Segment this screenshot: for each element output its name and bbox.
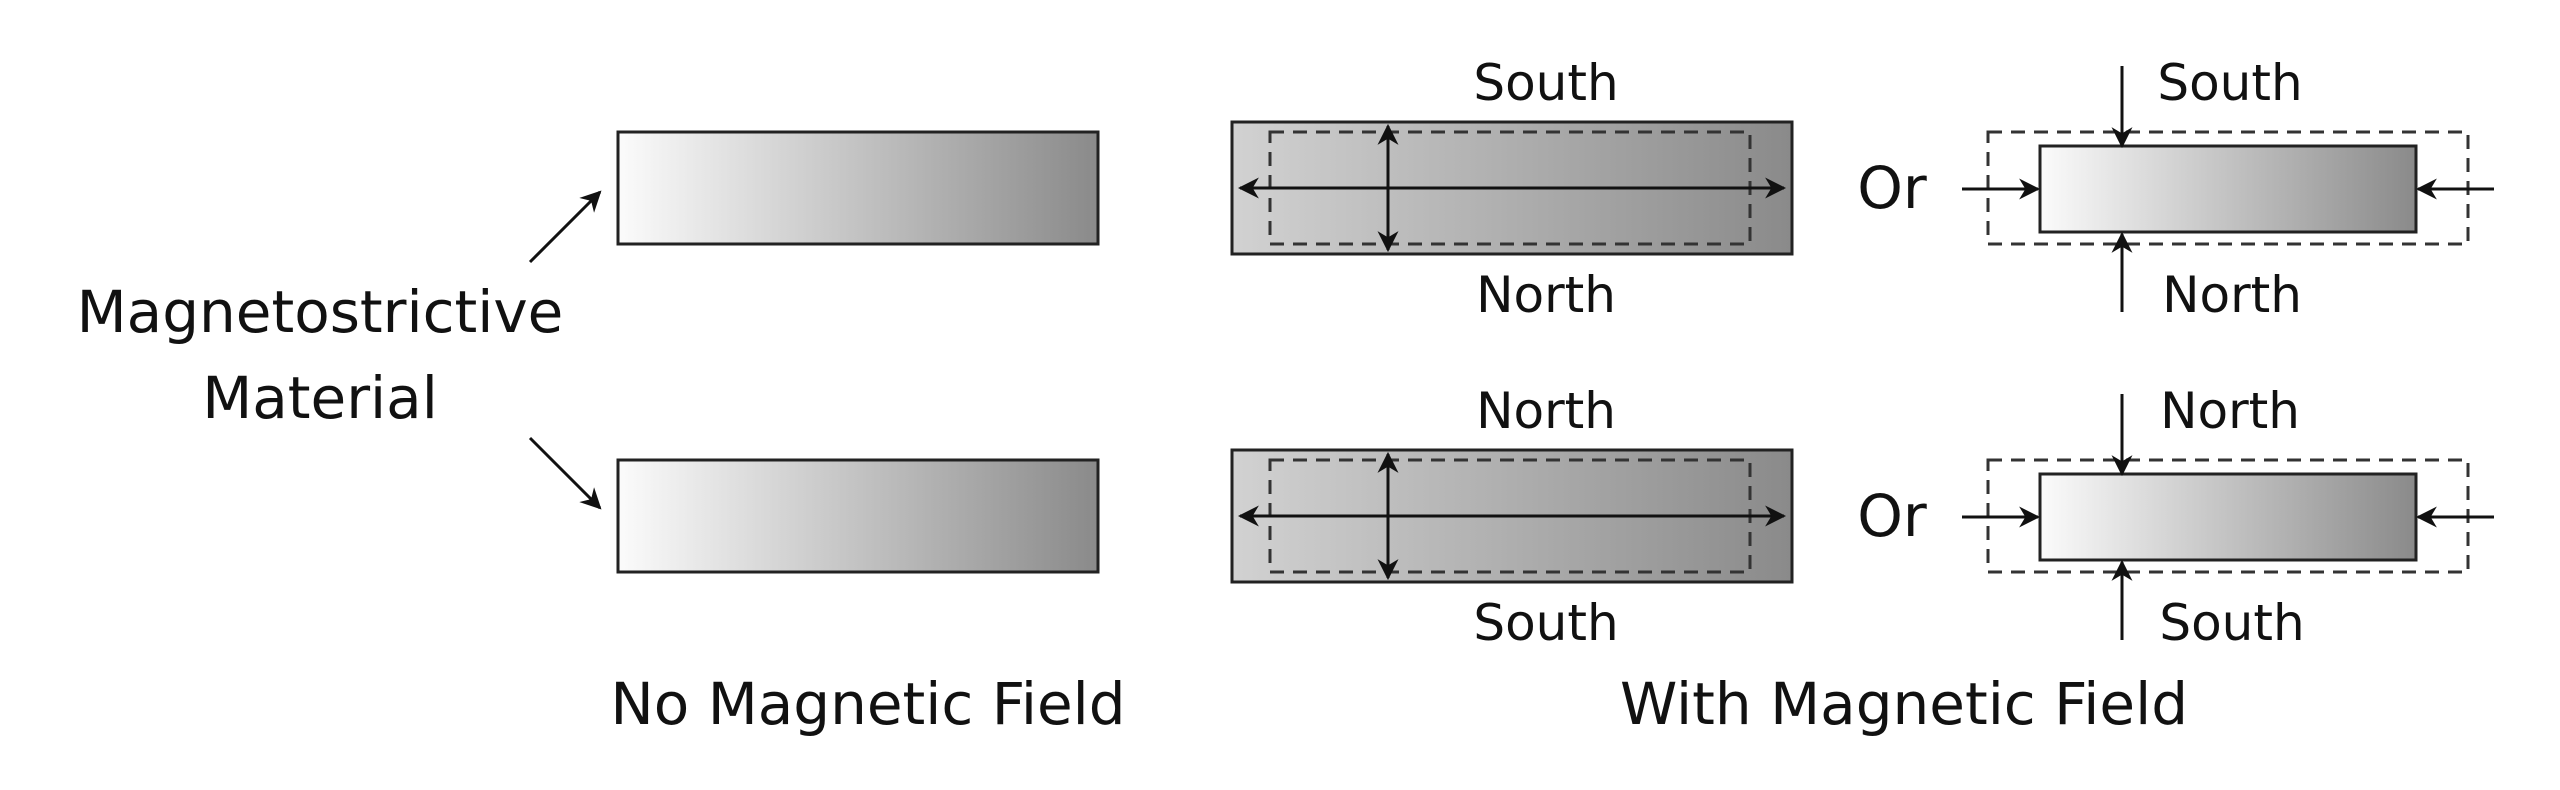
pointer-arrow-down bbox=[528, 436, 602, 510]
bottom-row-elongated: North South bbox=[1230, 382, 1794, 652]
bar-contracted-bottom bbox=[2038, 472, 2418, 562]
caption-no-field: No Magnetic Field bbox=[610, 670, 1125, 738]
bottom-elongated-top-pole: North bbox=[1476, 382, 1616, 440]
caption-with-field: With Magnetic Field bbox=[1620, 670, 2188, 738]
top-elongated-bottom-pole: North bbox=[1476, 266, 1616, 324]
or-label-bottom: Or bbox=[1857, 482, 1927, 550]
or-label-top: Or bbox=[1857, 154, 1927, 222]
top-contracted-top-pole: South bbox=[2157, 54, 2302, 112]
top-row-contracted: South North bbox=[1962, 54, 2494, 324]
material-label-group: Magnetostrictive Material bbox=[77, 190, 602, 510]
bottom-row-contracted: North South bbox=[1962, 382, 2494, 652]
bottom-elongated-bottom-pole: South bbox=[1473, 594, 1618, 652]
bottom-contracted-bottom-pole: South bbox=[2159, 594, 2304, 652]
top-elongated-top-pole: South bbox=[1473, 54, 1618, 112]
bar-no-field-top bbox=[616, 130, 1100, 246]
bar-contracted-top bbox=[2038, 144, 2418, 234]
top-contracted-bottom-pole: North bbox=[2162, 266, 2302, 324]
material-label-line2: Material bbox=[202, 364, 438, 432]
bar-no-field-bottom bbox=[616, 458, 1100, 574]
top-row-elongated: South North bbox=[1230, 54, 1794, 324]
pointer-arrow-up bbox=[528, 190, 602, 264]
material-label-line1: Magnetostrictive bbox=[77, 278, 564, 346]
bottom-contracted-top-pole: North bbox=[2160, 382, 2300, 440]
no-field-group bbox=[616, 130, 1100, 574]
